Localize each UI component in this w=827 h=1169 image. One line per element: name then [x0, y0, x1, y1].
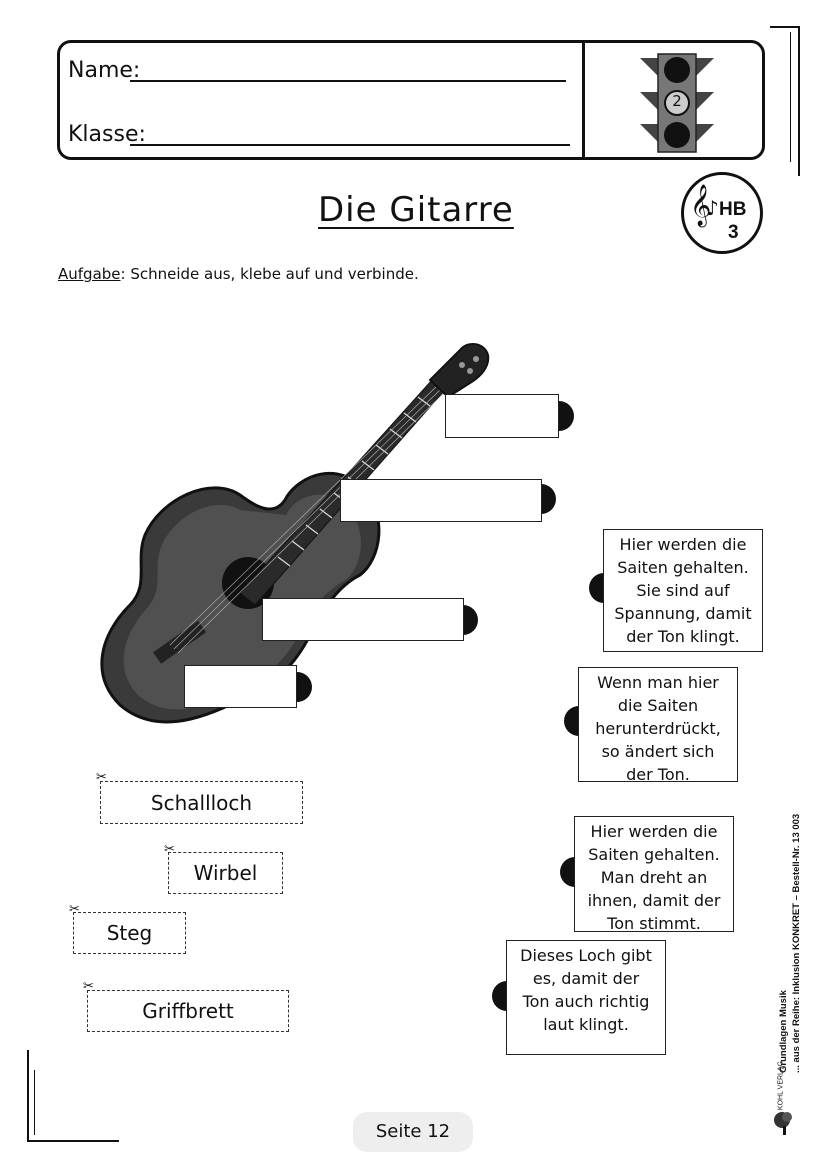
cutout-label[interactable]: Schallloch — [100, 781, 303, 824]
task-label: Aufgabe — [58, 265, 121, 283]
name-line[interactable] — [130, 80, 566, 82]
level-number: 2 — [671, 92, 683, 110]
corner-line-bottom-left-v2 — [34, 1070, 35, 1135]
page-number: Seite 12 — [353, 1112, 473, 1152]
publisher-logo-icon — [772, 1108, 796, 1136]
corner-line-top-right-v — [798, 26, 800, 176]
task-text: : Schneide aus, klebe auf und verbinde. — [121, 265, 419, 283]
badge-line1: HB — [719, 199, 746, 221]
corner-line-bottom-left-h — [27, 1140, 119, 1142]
blank-label-box[interactable] — [445, 394, 559, 438]
cutout-label[interactable]: Wirbel — [168, 852, 283, 894]
corner-line-bottom-left-v — [27, 1050, 29, 1142]
cutout-label[interactable]: Griffbrett — [87, 990, 289, 1032]
header-divider — [582, 40, 585, 160]
cutout-label[interactable]: Steg — [73, 912, 186, 954]
blank-label-box[interactable] — [184, 665, 297, 708]
description-box: Hier werden die Saiten gehalten. Man dre… — [574, 816, 734, 932]
badge-line2: 3 — [728, 222, 739, 244]
publisher-name: KOHL VERLAG — [778, 1061, 785, 1111]
description-box: Hier werden die Saiten gehalten. Sie sin… — [603, 529, 763, 652]
corner-line-top-right-h — [770, 26, 800, 28]
description-box: Wenn man hier die Saiten herunterdrückt,… — [578, 667, 738, 782]
corner-line-top-right-v2 — [790, 32, 791, 162]
class-line[interactable] — [130, 144, 570, 146]
blank-label-box[interactable] — [340, 479, 542, 522]
task-instruction: Aufgabe: Schneide aus, klebe auf und ver… — [58, 265, 419, 283]
side-text-line2: ... aus der Reihe: Inklusion KONKRET – B… — [790, 773, 803, 1073]
publisher-side-text: Grundlagen Musik ... aus der Reihe: Inkl… — [777, 773, 803, 1073]
side-text-line1: Grundlagen Musik — [777, 773, 790, 1073]
page-title: Die Gitarre — [318, 190, 514, 230]
eighth-note-icon: ♪ — [706, 196, 719, 220]
blank-label-box[interactable] — [262, 598, 464, 641]
description-box: Dieses Loch gibt es, damit der Ton auch … — [506, 940, 666, 1055]
